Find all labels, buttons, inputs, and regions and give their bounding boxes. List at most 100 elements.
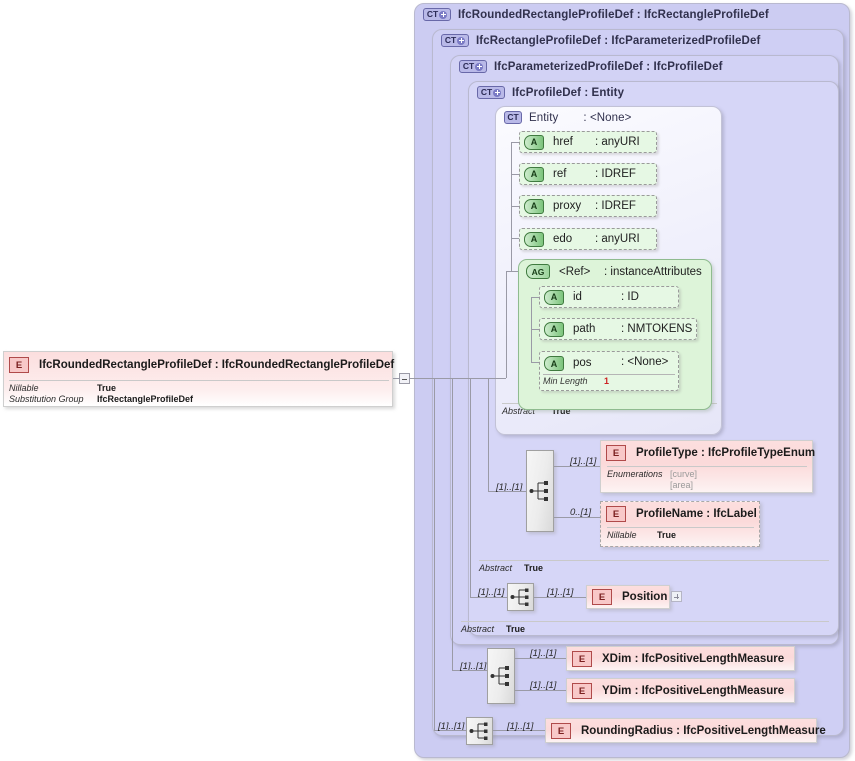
attribute-proxy[interactable]: A proxy : IDREF <box>519 195 657 217</box>
attribute-pos[interactable]: A pos : <None> Min Length 1 <box>539 351 679 391</box>
position-line <box>534 597 586 598</box>
ydim-line <box>515 690 566 691</box>
dimsgroup-in-line <box>462 670 487 671</box>
element-ydim-header: E YDim : IfcPositiveLengthMeasure <box>572 683 784 699</box>
attribute-badge-icon: A <box>544 321 564 337</box>
attribute-path[interactable]: A path : NMTOKENS <box>539 318 697 340</box>
sequence-compositor-dims[interactable] <box>487 648 515 704</box>
paramprofiledef-abstract-label-wrap: Abstract <box>461 624 494 634</box>
attribute-type-ref: : IDREF <box>595 168 636 180</box>
attribute-name-path: path <box>573 323 596 335</box>
branch-to-roundingradius <box>434 730 444 731</box>
attribute-badge-icon: A <box>544 289 564 305</box>
element-xdim[interactable]: E XDim : IfcPositiveLengthMeasure <box>566 646 795 671</box>
complextype-header-3: CT IfcParameterizedProfileDef : IfcProfi… <box>459 60 723 73</box>
ct-plus-badge-icon[interactable]: CT <box>423 8 451 21</box>
sequence-icon <box>510 588 528 606</box>
attribute-badge-icon: A <box>524 198 544 214</box>
attribute-badge-icon: A <box>544 356 564 371</box>
ct-plus-badge-icon[interactable]: CT <box>477 86 505 99</box>
root-element-box[interactable]: E IfcRoundedRectangleProfileDef : IfcRou… <box>3 351 395 407</box>
e-badge-icon: E <box>606 506 626 522</box>
sequence-compositor-radius[interactable] <box>466 717 493 745</box>
profiledef-abstract-label-wrap: Abstract <box>479 563 512 573</box>
facet-min-length: Min Length 1 <box>543 374 675 386</box>
trunk-entity <box>506 271 507 378</box>
ct-plus-badge-icon[interactable]: CT <box>459 60 487 73</box>
element-xdim-title: XDim : IfcPositiveLengthMeasure <box>602 653 785 665</box>
attribute-ref[interactable]: A ref : IDREF <box>519 163 657 185</box>
attribute-badge-icon: A <box>524 231 544 247</box>
attr-stub-ref <box>511 174 523 175</box>
complextype-title-2: IfcRectangleProfileDef : IfcParameterize… <box>476 34 761 47</box>
root-element-nillable-row: Nillable <box>9 383 39 393</box>
e-badge-icon: E <box>572 651 592 667</box>
attribute-type-edo: : anyURI <box>595 233 640 245</box>
profiledef-abstract-label: Abstract <box>479 563 513 573</box>
profiledef-abstract-value: True <box>524 563 544 573</box>
profilename-nillable-value: True <box>657 530 677 540</box>
branch-to-position <box>470 597 480 598</box>
entity-abstract-value: True <box>551 406 571 416</box>
e-badge-icon: E <box>9 357 29 373</box>
root-nillable-label: Nillable <box>9 383 39 393</box>
trunk-1-to-2 <box>434 378 452 379</box>
attribute-type-id: : ID <box>621 291 639 303</box>
root-collapse-expander[interactable] <box>399 373 410 384</box>
element-profilename[interactable]: E ProfileName : IfcLabel Nillable True <box>600 501 760 547</box>
element-ydim[interactable]: E YDim : IfcPositiveLengthMeasure <box>566 678 795 703</box>
attribute-name-edo: edo <box>553 233 573 245</box>
attr-stub-proxy <box>511 206 523 207</box>
attribute-href[interactable]: A href : anyURI <box>519 131 657 153</box>
attribute-name-href: href <box>553 136 573 148</box>
root-subsgroup-value: IfcRectangleProfileDef <box>97 394 194 404</box>
ag-stub-path <box>531 329 543 330</box>
root-nillable-value-wrap: True <box>97 383 116 393</box>
element-roundingradius[interactable]: E RoundingRadius : IfcPositiveLengthMeas… <box>545 718 826 743</box>
element-profiletype-header: E ProfileType : IfcProfileTypeEnum <box>606 445 815 461</box>
cardinality-ydim: [1]..[1] <box>530 680 557 691</box>
ct-badge-icon: CT <box>504 111 522 124</box>
root-subsgroup-value-wrap: IfcRectangleProfileDef <box>97 394 193 404</box>
profiledef-abstract-value-wrap: True <box>524 563 543 573</box>
entity-ag-join <box>506 271 512 272</box>
ag-stub-pos <box>531 362 543 363</box>
root-subsgroup-label: Substitution Group <box>9 394 84 404</box>
ag-stub-id <box>531 297 543 298</box>
element-profiletype[interactable]: E ProfileType : IfcProfileTypeEnum Enume… <box>600 440 815 493</box>
e-badge-icon: E <box>606 445 626 461</box>
branch-to-dims <box>452 670 462 671</box>
element-position[interactable]: E Position <box>586 585 670 609</box>
profilename-line <box>554 517 600 518</box>
root-element-title: IfcRoundedRectangleProfileDef : IfcRound… <box>39 359 395 371</box>
entity-abstract-property: Abstract True <box>502 406 571 416</box>
attr-stub-href <box>511 142 523 143</box>
attribute-edo[interactable]: A edo : anyURI <box>519 228 657 250</box>
profiletype-enum-value-2-wrap: [area] <box>670 480 693 490</box>
trunk-2-to-3 <box>452 378 470 379</box>
paramprofiledef-footer-divider <box>461 621 829 622</box>
cardinality-profilename: 0..[1] <box>570 507 592 518</box>
e-badge-icon: E <box>551 723 571 739</box>
element-position-header: E Position <box>592 589 667 605</box>
radiusgroup-in-line <box>440 730 466 731</box>
attribute-id[interactable]: A id : ID <box>539 286 679 308</box>
entity-abstract-label: Abstract <box>502 406 536 416</box>
complextype-title-1: IfcRoundedRectangleProfileDef : IfcRecta… <box>458 8 769 21</box>
sequence-compositor-position[interactable] <box>507 583 534 611</box>
attribute-spine-line <box>511 142 512 272</box>
cardinality-xdim: [1]..[1] <box>530 648 557 659</box>
attr-stub-ag <box>511 271 523 272</box>
cardinality-radiusgroup-in: [1]..[1] <box>438 721 465 732</box>
position-expand-button[interactable] <box>671 591 682 602</box>
ct-plus-badge-icon[interactable]: CT <box>441 34 469 47</box>
attribute-name-ref: ref <box>553 168 567 180</box>
facet-name: Min Length <box>543 376 588 386</box>
profiletype-enum-value-1: [curve] <box>670 469 698 479</box>
cardinality-profilegroup-in: [1]..[1] <box>496 482 523 493</box>
sequence-compositor-profile[interactable] <box>526 450 554 532</box>
root-connector-out <box>410 378 434 379</box>
attribute-badge-icon: A <box>524 166 544 182</box>
attribute-group-type: : instanceAttributes <box>604 265 702 278</box>
